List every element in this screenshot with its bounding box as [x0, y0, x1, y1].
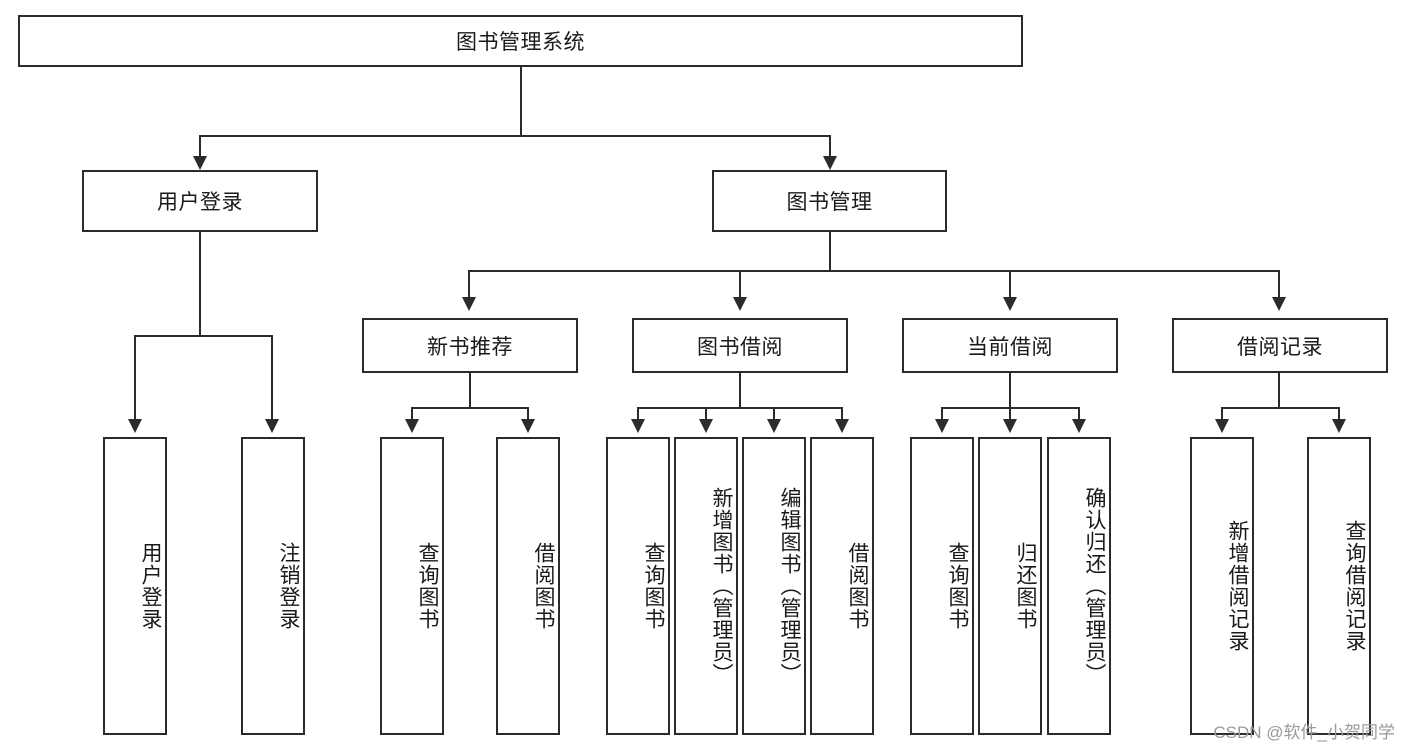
- edge-book-borrow-stem: [739, 373, 741, 409]
- arrow-bm-to-current-borrow: [1003, 297, 1017, 311]
- watermark-text: CSDN @软件_小贺同学: [1213, 723, 1395, 742]
- edge-new-book-stem: [469, 373, 471, 409]
- node-label: 编辑图书（管理员）: [778, 487, 801, 685]
- edge-current-borrow-to-leaf-1: [941, 407, 943, 421]
- edge-book-borrow-to-leaf-4: [841, 407, 843, 421]
- edge-borrow-record-stem: [1278, 373, 1280, 409]
- edge-book-management-stem: [829, 232, 831, 272]
- arrow-root-to-user-login: [193, 156, 207, 170]
- arrow-bm-to-new-book: [462, 297, 476, 311]
- node-user-login[interactable]: 用户登录: [82, 170, 318, 232]
- edge-book-borrow-to-leaf-1: [637, 407, 639, 421]
- leaf-query-borrow-record[interactable]: 查询借阅记录: [1307, 437, 1371, 735]
- arrow-user-login-to-leaf-2: [265, 419, 279, 433]
- node-book-borrow[interactable]: 图书借阅: [632, 318, 848, 373]
- edge-borrow-record-to-leaf-1: [1221, 407, 1223, 421]
- node-label: 归还图书: [1014, 542, 1037, 630]
- node-label: 确认归还（管理员）: [1083, 487, 1106, 685]
- edge-current-borrow-to-leaf-3: [1078, 407, 1080, 421]
- arrow-book-borrow-to-leaf-1: [631, 419, 645, 433]
- node-label: 新增借阅记录: [1226, 520, 1249, 652]
- edge-borrow-record-to-leaf-2: [1338, 407, 1340, 421]
- node-borrow-record[interactable]: 借阅记录: [1172, 318, 1388, 373]
- leaf-borrow-book[interactable]: 借阅图书: [810, 437, 874, 735]
- edge-bm-to-book-borrow: [739, 270, 741, 299]
- edge-root-stem: [520, 67, 522, 137]
- arrow-user-login-to-leaf-1: [128, 419, 142, 433]
- leaf-user-login[interactable]: 用户登录: [103, 437, 167, 735]
- arrow-bm-to-borrow-record: [1272, 297, 1286, 311]
- arrow-new-book-to-leaf-1: [405, 419, 419, 433]
- edge-user-login-to-leaf-2: [271, 335, 273, 421]
- node-label: 借阅图书: [532, 542, 555, 630]
- arrow-book-borrow-to-leaf-2: [699, 419, 713, 433]
- leaf-query-book-current[interactable]: 查询图书: [910, 437, 974, 735]
- edge-borrow-record-bus: [1221, 407, 1340, 409]
- node-label: 借阅记录: [1237, 335, 1323, 359]
- node-label: 用户登录: [157, 191, 243, 214]
- edge-root-to-book-management: [829, 135, 831, 159]
- node-label: 用户登录: [139, 542, 162, 630]
- edge-book-borrow-to-leaf-3: [773, 407, 775, 421]
- leaf-borrow-book-recommend[interactable]: 借阅图书: [496, 437, 560, 735]
- edge-bm-to-current-borrow: [1009, 270, 1011, 299]
- edge-bm-to-borrow-record: [1278, 270, 1280, 299]
- arrow-bm-to-book-borrow: [733, 297, 747, 311]
- leaf-return-book[interactable]: 归还图书: [978, 437, 1042, 735]
- arrow-current-borrow-to-leaf-3: [1072, 419, 1086, 433]
- edge-new-book-bus: [411, 407, 529, 409]
- leaf-add-borrow-record[interactable]: 新增借阅记录: [1190, 437, 1254, 735]
- leaf-query-book-recommend[interactable]: 查询图书: [380, 437, 444, 735]
- edge-root-to-user-login: [199, 135, 201, 159]
- node-book-management[interactable]: 图书管理: [712, 170, 947, 232]
- node-new-book-recommend[interactable]: 新书推荐: [362, 318, 578, 373]
- arrow-current-borrow-to-leaf-1: [935, 419, 949, 433]
- edge-new-book-to-leaf-1: [411, 407, 413, 421]
- node-label: 查询图书: [946, 542, 969, 630]
- edge-book-management-bus: [468, 270, 1280, 272]
- edge-user-login-stem: [199, 232, 201, 337]
- node-label: 当前借阅: [967, 335, 1053, 359]
- arrow-book-borrow-to-leaf-4: [835, 419, 849, 433]
- node-label: 图书管理系统: [456, 31, 585, 54]
- node-label: 查询借阅记录: [1343, 520, 1366, 652]
- node-label: 注销登录: [277, 542, 300, 630]
- arrow-new-book-to-leaf-2: [521, 419, 535, 433]
- node-label: 查询图书: [642, 542, 665, 630]
- leaf-add-book-admin[interactable]: 新增图书（管理员）: [674, 437, 738, 735]
- leaf-confirm-return-admin[interactable]: 确认归还（管理员）: [1047, 437, 1111, 735]
- edge-user-login-bus: [134, 335, 273, 337]
- arrow-root-to-book-management: [823, 156, 837, 170]
- arrow-book-borrow-to-leaf-3: [767, 419, 781, 433]
- leaf-logout[interactable]: 注销登录: [241, 437, 305, 735]
- node-label: 图书借阅: [697, 335, 783, 359]
- arrow-borrow-record-to-leaf-1: [1215, 419, 1229, 433]
- edge-current-borrow-stem: [1009, 373, 1011, 409]
- node-label: 查询图书: [416, 542, 439, 630]
- leaf-query-book-borrow[interactable]: 查询图书: [606, 437, 670, 735]
- edge-root-bus: [199, 135, 831, 137]
- node-label: 借阅图书: [846, 542, 869, 630]
- edge-book-borrow-bus: [637, 407, 843, 409]
- edge-new-book-to-leaf-2: [527, 407, 529, 421]
- edge-current-borrow-to-leaf-2: [1009, 407, 1011, 421]
- edge-bm-to-new-book: [468, 270, 470, 299]
- arrow-current-borrow-to-leaf-2: [1003, 419, 1017, 433]
- node-label: 图书管理: [786, 191, 873, 214]
- node-label: 新书推荐: [427, 335, 513, 359]
- node-label: 新增图书（管理员）: [710, 487, 733, 685]
- edge-user-login-to-leaf-1: [134, 335, 136, 421]
- leaf-edit-book-admin[interactable]: 编辑图书（管理员）: [742, 437, 806, 735]
- node-current-borrow[interactable]: 当前借阅: [902, 318, 1118, 373]
- node-root-book-management-system[interactable]: 图书管理系统: [18, 15, 1023, 67]
- arrow-borrow-record-to-leaf-2: [1332, 419, 1346, 433]
- edge-book-borrow-to-leaf-2: [705, 407, 707, 421]
